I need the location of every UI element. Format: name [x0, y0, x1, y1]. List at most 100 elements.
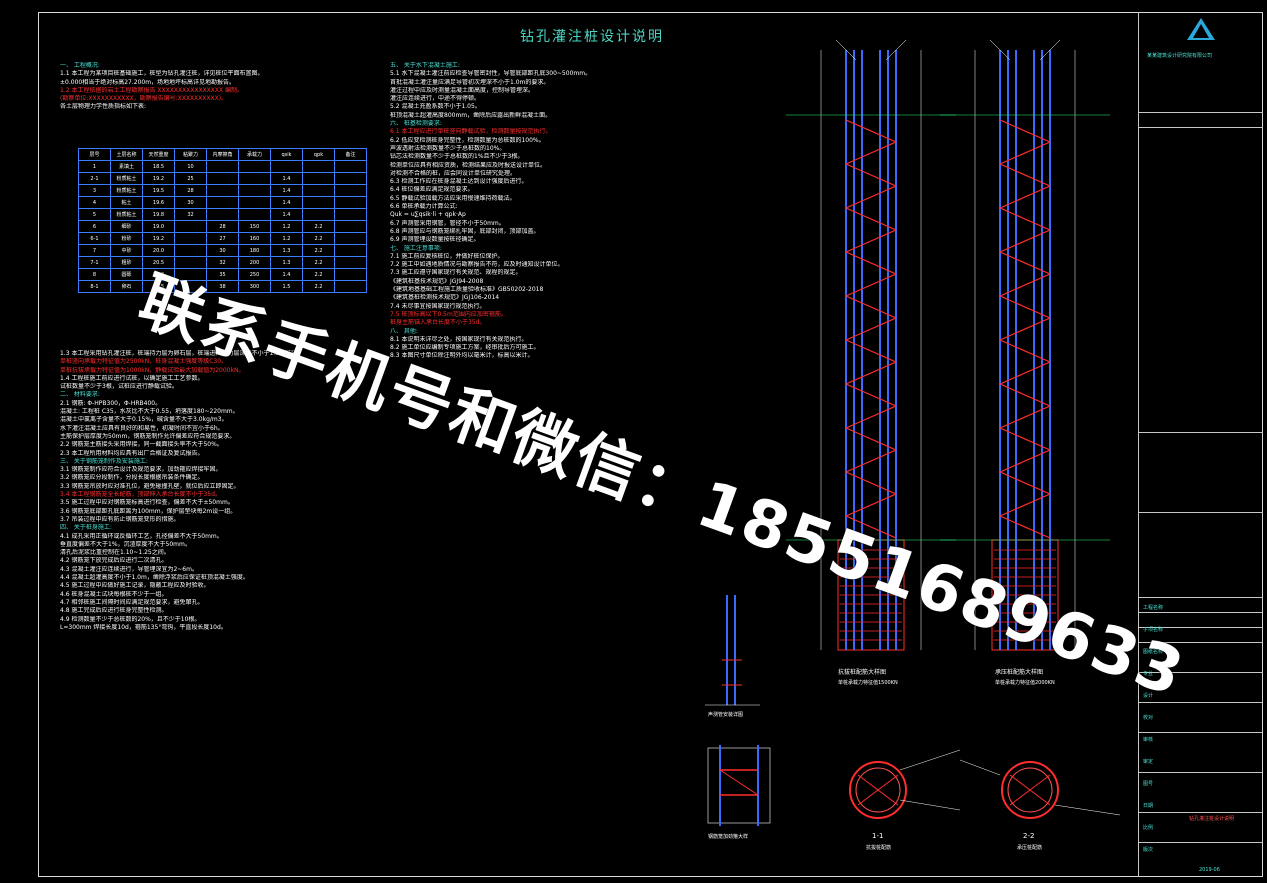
detail-2-label: 钢筋笼加劲箍大样: [708, 833, 748, 840]
title-block-rule: [1139, 597, 1263, 598]
note-line: (勘察单位:XXXXXXXXXXX，勘察报告编号:XXXXXXXXXX)。: [60, 95, 228, 103]
title-block-field-label: 图纸名称: [1143, 649, 1164, 655]
note-line: 清孔后泥浆比重控制在1.10~1.25之间。: [60, 549, 170, 557]
note-line: 3.2 钢筋笼应分段制作，分段长度根据吊装条件确定。: [60, 474, 204, 482]
design-notes-column-1: 一、 工程概况:1.1 本工程为某项目桩基础施工，桩型为钻孔灌注桩，详见桩位平面…: [60, 62, 300, 112]
title-block-field-label: 比例: [1143, 825, 1154, 831]
note-line: 6.9 声测管埋设数量按桩径确定。: [390, 236, 480, 244]
note-line: 6.2 低应变检测桩身完整性，检测数量为总桩数的100%。: [390, 136, 545, 144]
section-1-label: 1-1: [872, 832, 883, 840]
section-1-1: [849, 749, 961, 819]
design-notes-column-2: 五、 关于水下混凝土施工:5.1 水下混凝土灌注前应检查导管密封性，导管底部距孔…: [390, 62, 680, 361]
note-line: 4.3 混凝土灌注应连续进行，导管埋深宜为2~6m。: [60, 565, 198, 573]
note-line: 6.1 本工程应进行单桩竖向静载试验，检测数量按规范执行。: [390, 128, 552, 136]
title-block-field-label: 版次: [1143, 847, 1154, 853]
note-line: 5.1 水下混凝土灌注前应检查导管密封性，导管底部距孔底300~500mm。: [390, 70, 592, 78]
stiffener-ring-detail: [707, 745, 771, 826]
note-line: 三、 关于钢筋笼制作及安装施工:: [60, 457, 148, 465]
note-line: 7.4 未尽事宜按国家现行规范执行。: [390, 302, 486, 310]
title-block-field-label: 日期: [1143, 803, 1154, 809]
company-name: 某某建筑设计研究院有限公司: [1147, 53, 1213, 59]
note-line: 各土层物理力学性质指标如下表:: [60, 103, 147, 111]
note-line: 钻芯法检测数量不少于总桩数的1%且不少于3根。: [390, 153, 524, 161]
note-line: 4.4 混凝土超灌高度不小于1.0m，凿除浮浆后应保证桩顶混凝土强度。: [60, 574, 249, 582]
note-line: 6.3 检测工作应在桩身混凝土达到设计强度后进行。: [390, 178, 528, 186]
title-block-rule: [1139, 702, 1263, 703]
note-line: 2.2 钢筋笼主筋接头采用焊接，同一截面接头率不大于50%。: [60, 441, 223, 449]
note-line: 垂直度偏差不大于1%，沉渣厚度不大于50mm。: [60, 540, 191, 548]
drawing-frame: [38, 12, 1263, 877]
note-line: 2.3 本工程所用材料均应具有出厂合格证及复试报告。: [60, 449, 204, 457]
note-line: 1.2 本工程依据的岩土工程勘察报告 XXXXXXXXXXXXXXXX 编制。: [60, 86, 244, 94]
title-block-field-label: 设计: [1143, 693, 1154, 699]
note-line: 4.1 成孔采用正循环或反循环工艺，孔径偏差不大于50mm。: [60, 532, 223, 540]
right-pile-subcaption: 单桩承载力特征值2000KN: [995, 679, 1055, 686]
note-line: 6.7 声测管采用钢管，管径不小于50mm。: [390, 219, 505, 227]
title-block-field-label: 专业: [1143, 671, 1154, 677]
note-line: 8.3 本图尺寸单位除注明外均以毫米计，标高以米计。: [390, 352, 534, 360]
note-line: ±0.000相当于绝对标高27.200m，场地地坪标高详见地勘报告。: [60, 78, 236, 86]
note-line: 七、 施工注意事项:: [390, 244, 442, 252]
note-line: 四、 关于桩身施工:: [60, 524, 112, 532]
pile-detail-right: [940, 39, 1110, 651]
design-notes-column-1b: 1.3 本工程采用钻孔灌注桩，桩端持力层为卵石层，桩端进入持力层深度不小于1.5…: [60, 350, 360, 632]
note-line: 6.4 桩位偏差应满足规范要求。: [390, 186, 474, 194]
note-line: 4.6 桩身混凝土试块每根桩不少于一组。: [60, 590, 168, 598]
note-line: 检测单位应具有相应资质，检测结果应及时报送设计单位。: [390, 161, 547, 169]
title-block-rule: [1139, 112, 1263, 113]
note-line: 声波透射法检测数量不少于总桩数的10%。: [390, 144, 506, 152]
title-block-field-label: 审定: [1143, 759, 1154, 765]
detail-1-label: 声测管安装详图: [708, 711, 743, 718]
note-line: 2.1 钢筋: Φ-HPB300，Φ-HRB400。: [60, 399, 162, 407]
note-line: 桩身主筋锚入承台长度不小于35d。: [390, 319, 486, 327]
sonic-tube-detail: [705, 595, 760, 706]
title-block-drawing-name: 钻孔灌注桩设计说明: [1189, 816, 1235, 822]
note-line: 混凝土: 工程桩 C35，水灰比不大于0.55，坍落度180~220mm。: [60, 408, 239, 416]
drawing-title: 钻孔灌注桩设计说明: [520, 29, 664, 45]
note-line: 4.8 施工完成后应进行桩身完整性检测。: [60, 607, 168, 615]
title-block-field-label: 子项名称: [1143, 627, 1164, 633]
title-block-rule: [1139, 512, 1263, 513]
note-line: 1.3 本工程采用钻孔灌注桩，桩端持力层为卵石层，桩端进入持力层深度不小于1.5…: [60, 350, 303, 357]
note-line: 1.4 工程桩施工前应进行试桩，以确定施工工艺参数。: [60, 374, 204, 382]
section-2-sublabel: 承压桩配筋: [1017, 844, 1042, 851]
note-line: 桩顶混凝土超灌高度800mm，凿除后应露出新鲜混凝土面。: [390, 111, 552, 119]
note-line: 7.3 施工应遵守国家现行有关规范、规程的规定。: [390, 269, 522, 277]
note-line: 水下灌注混凝土应具有良好的和易性，初凝时间不宜小于6h。: [60, 424, 224, 432]
title-block-rule: [1139, 772, 1263, 773]
title-block-rule: [1139, 432, 1263, 433]
note-line: 灌注过程中应及时测量混凝土面高度，控制导管埋深。: [390, 86, 535, 94]
section-2-label: 2-2: [1023, 832, 1034, 840]
note-line: 6.8 声测管应与钢筋笼绑扎牢固，底部封闭，顶部加盖。: [390, 227, 540, 235]
note-line: 单桩抗拔承载力特征值为1000kN，静载试验最大加载值为2000kN。: [60, 366, 245, 374]
table-cell: 8-1: [78, 280, 111, 293]
note-line: 《建筑基桩检测技术规范》JGJ106-2014: [390, 294, 500, 302]
note-line: 单桩竖向承载力特征值为2500kN，桩身混凝土强度等级C30。: [60, 358, 228, 366]
note-line: L=300mm 焊接长度10d，箍筋135°弯钩，平直段长度10d。: [60, 623, 227, 631]
title-block-field-label: 图号: [1143, 781, 1154, 787]
note-line: 八、 其他:: [390, 327, 418, 335]
note-line: 7.5 桩顶标高以下0.5m范围内应加密箍筋。: [390, 310, 507, 318]
title-block-rule: [1139, 642, 1263, 643]
note-line: 《建筑地基基础工程施工质量验收标准》GB50202-2018: [390, 286, 544, 294]
note-line: 《建筑桩基技术规范》JGJ94-2008: [390, 277, 484, 285]
note-line: 六、 桩基检测要求:: [390, 120, 442, 128]
note-line: 1.1 本工程为某项目桩基础施工，桩型为钻孔灌注桩，详见桩位平面布置图。: [60, 70, 264, 78]
note-line: 3.7 吊装过程中应有防止钢筋笼变形的措施。: [60, 515, 180, 523]
note-line: 3.1 钢筋笼制作应符合设计及规范要求，加劲箍应焊接牢固。: [60, 466, 222, 474]
note-line: 对检测不合格的桩，应会同设计单位研究处理。: [390, 169, 517, 177]
note-line: 3.4 本工程钢筋笼全长配筋，顶部伸入承台长度不小于35d。: [60, 491, 221, 499]
note-line: 4.7 相邻桩施工间隔时间应满足规范要求，避免窜孔。: [60, 598, 204, 606]
section-1-sublabel: 抗拔桩配筋: [866, 844, 891, 851]
note-line: 6.6 单桩承载力计算公式:: [390, 203, 458, 211]
left-pile-subcaption: 单桩承载力特征值1500KN: [838, 679, 898, 686]
table-cell: [334, 280, 367, 293]
note-line: 3.6 钢筋笼底部距孔底距离为100mm，保护层垫块每2m设一组。: [60, 507, 237, 515]
note-line: 一、 工程概况:: [60, 62, 100, 69]
left-pile-caption: 抗拔桩配筋大样图: [838, 668, 886, 676]
note-line: 8.1 本说明未详尽之处，按国家现行有关规范执行。: [390, 335, 528, 343]
title-block-rule: [1139, 732, 1263, 733]
